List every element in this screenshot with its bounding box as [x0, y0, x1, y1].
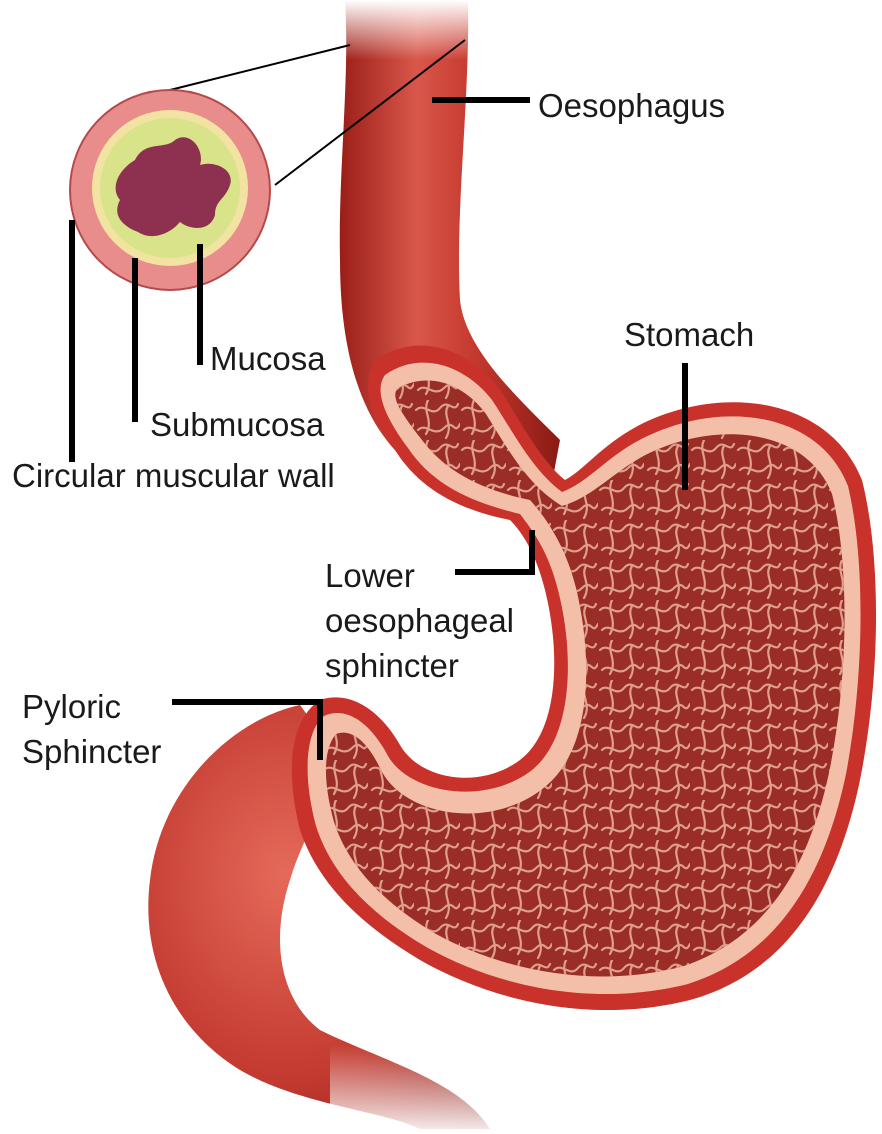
circular-muscular-wall-label: Circular muscular wall: [12, 457, 335, 494]
top-fade: [330, 0, 490, 60]
mucosa-label: Mucosa: [210, 340, 326, 377]
pyloric-label-line2: Sphincter: [22, 733, 161, 770]
stomach-label: Stomach: [624, 316, 754, 353]
les-label-line1: Lower: [325, 557, 415, 594]
les-label-line2: oesophageal: [325, 602, 514, 639]
les-leader: [455, 530, 532, 572]
submucosa-label: Submucosa: [150, 406, 325, 443]
oesophagus-label: Oesophagus: [538, 87, 725, 124]
pyloric-label-line1: Pyloric: [22, 688, 121, 725]
les-label-line3: sphincter: [325, 647, 459, 684]
zoom-line-top: [170, 45, 350, 90]
